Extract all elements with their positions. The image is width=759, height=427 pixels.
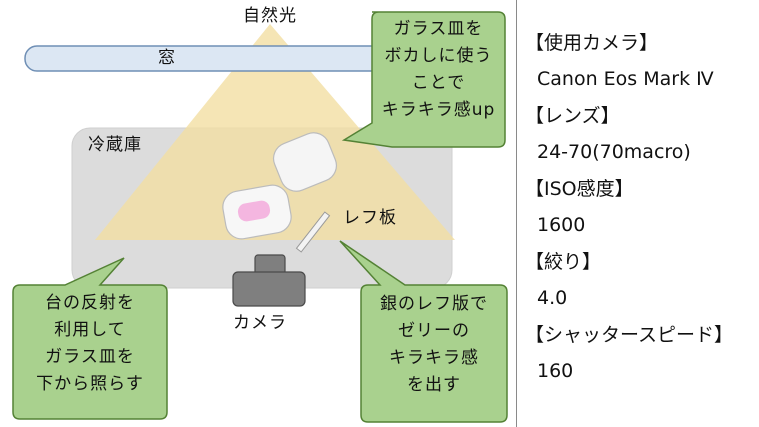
spec-label: 【レンズ】: [525, 105, 620, 127]
spec-value: 160: [537, 360, 574, 382]
spec-shutter: 【シャッタースピード】 160: [525, 322, 755, 395]
spec-value: Canon Eos Mark Ⅳ: [537, 68, 714, 90]
callout-bottom-right-shape: [339, 240, 508, 423]
sunlight-label: 自然光: [243, 6, 297, 26]
camera-body: [232, 271, 306, 307]
spec-lens: 【レンズ】 24-70(70macro): [525, 103, 755, 176]
spec-camera: 【使用カメラ】 Canon Eos Mark Ⅳ: [525, 30, 755, 103]
callout-bottom-right-text: 銀のレフ版で ゼリーの キラキラ感 を出す: [361, 291, 507, 399]
jelly-pink: [237, 200, 271, 222]
callout-line: 台の反射を: [45, 293, 135, 313]
spec-label: 【使用カメラ】: [525, 32, 659, 54]
camera-spec-list: 【使用カメラ】 Canon Eos Mark Ⅳ 【レンズ】 24-70(70m…: [525, 30, 755, 395]
spec-aperture: 【絞り】 4.0: [525, 249, 755, 322]
callout-line: 下から照らす: [36, 374, 144, 394]
setup-diagram: [12, 11, 508, 423]
callout-line: ボカしに使う: [384, 46, 493, 66]
callout-line: ゼリーの: [398, 321, 470, 341]
callout-bottom-left-text: 台の反射を 利用して ガラス皿を 下から照らす: [13, 290, 167, 398]
callout-line: ガラス皿を: [393, 19, 484, 39]
callout-line: ガラス皿を: [45, 347, 135, 367]
callout-top-right-text: ガラス皿を ボカしに使う ことで キラキラ感up: [372, 16, 505, 124]
callout-top-right-shape: [341, 11, 506, 148]
reflector-label: レフ板: [343, 208, 397, 228]
camera-label: カメラ: [233, 313, 287, 333]
spec-value: 4.0: [537, 287, 568, 309]
callout-line: キラキラ感up: [381, 100, 496, 120]
callout-line: ことで: [411, 73, 466, 93]
panel-divider: [516, 0, 517, 427]
fridge-label: 冷蔵庫: [88, 135, 142, 155]
spec-value: 24-70(70macro): [537, 141, 691, 163]
spec-label: 【絞り】: [525, 251, 602, 273]
glass-dish: [272, 132, 338, 192]
window-label: 窓: [158, 48, 176, 68]
callout-line: を出す: [407, 375, 461, 395]
callout-line: 利用して: [54, 320, 126, 340]
reflector-board: [295, 211, 331, 253]
callout-line: 銀のレフ版で: [380, 294, 488, 314]
spec-value: 1600: [537, 214, 586, 236]
callout-bottom-left-shape: [12, 257, 168, 420]
spec-label: 【シャッタースピード】: [525, 324, 734, 346]
spec-iso: 【ISO感度】 1600: [525, 176, 755, 249]
callout-line: キラキラ感: [389, 348, 479, 368]
sunlight-cone: [95, 24, 455, 240]
window-bar: [24, 45, 406, 72]
spec-label: 【ISO感度】: [525, 178, 634, 200]
